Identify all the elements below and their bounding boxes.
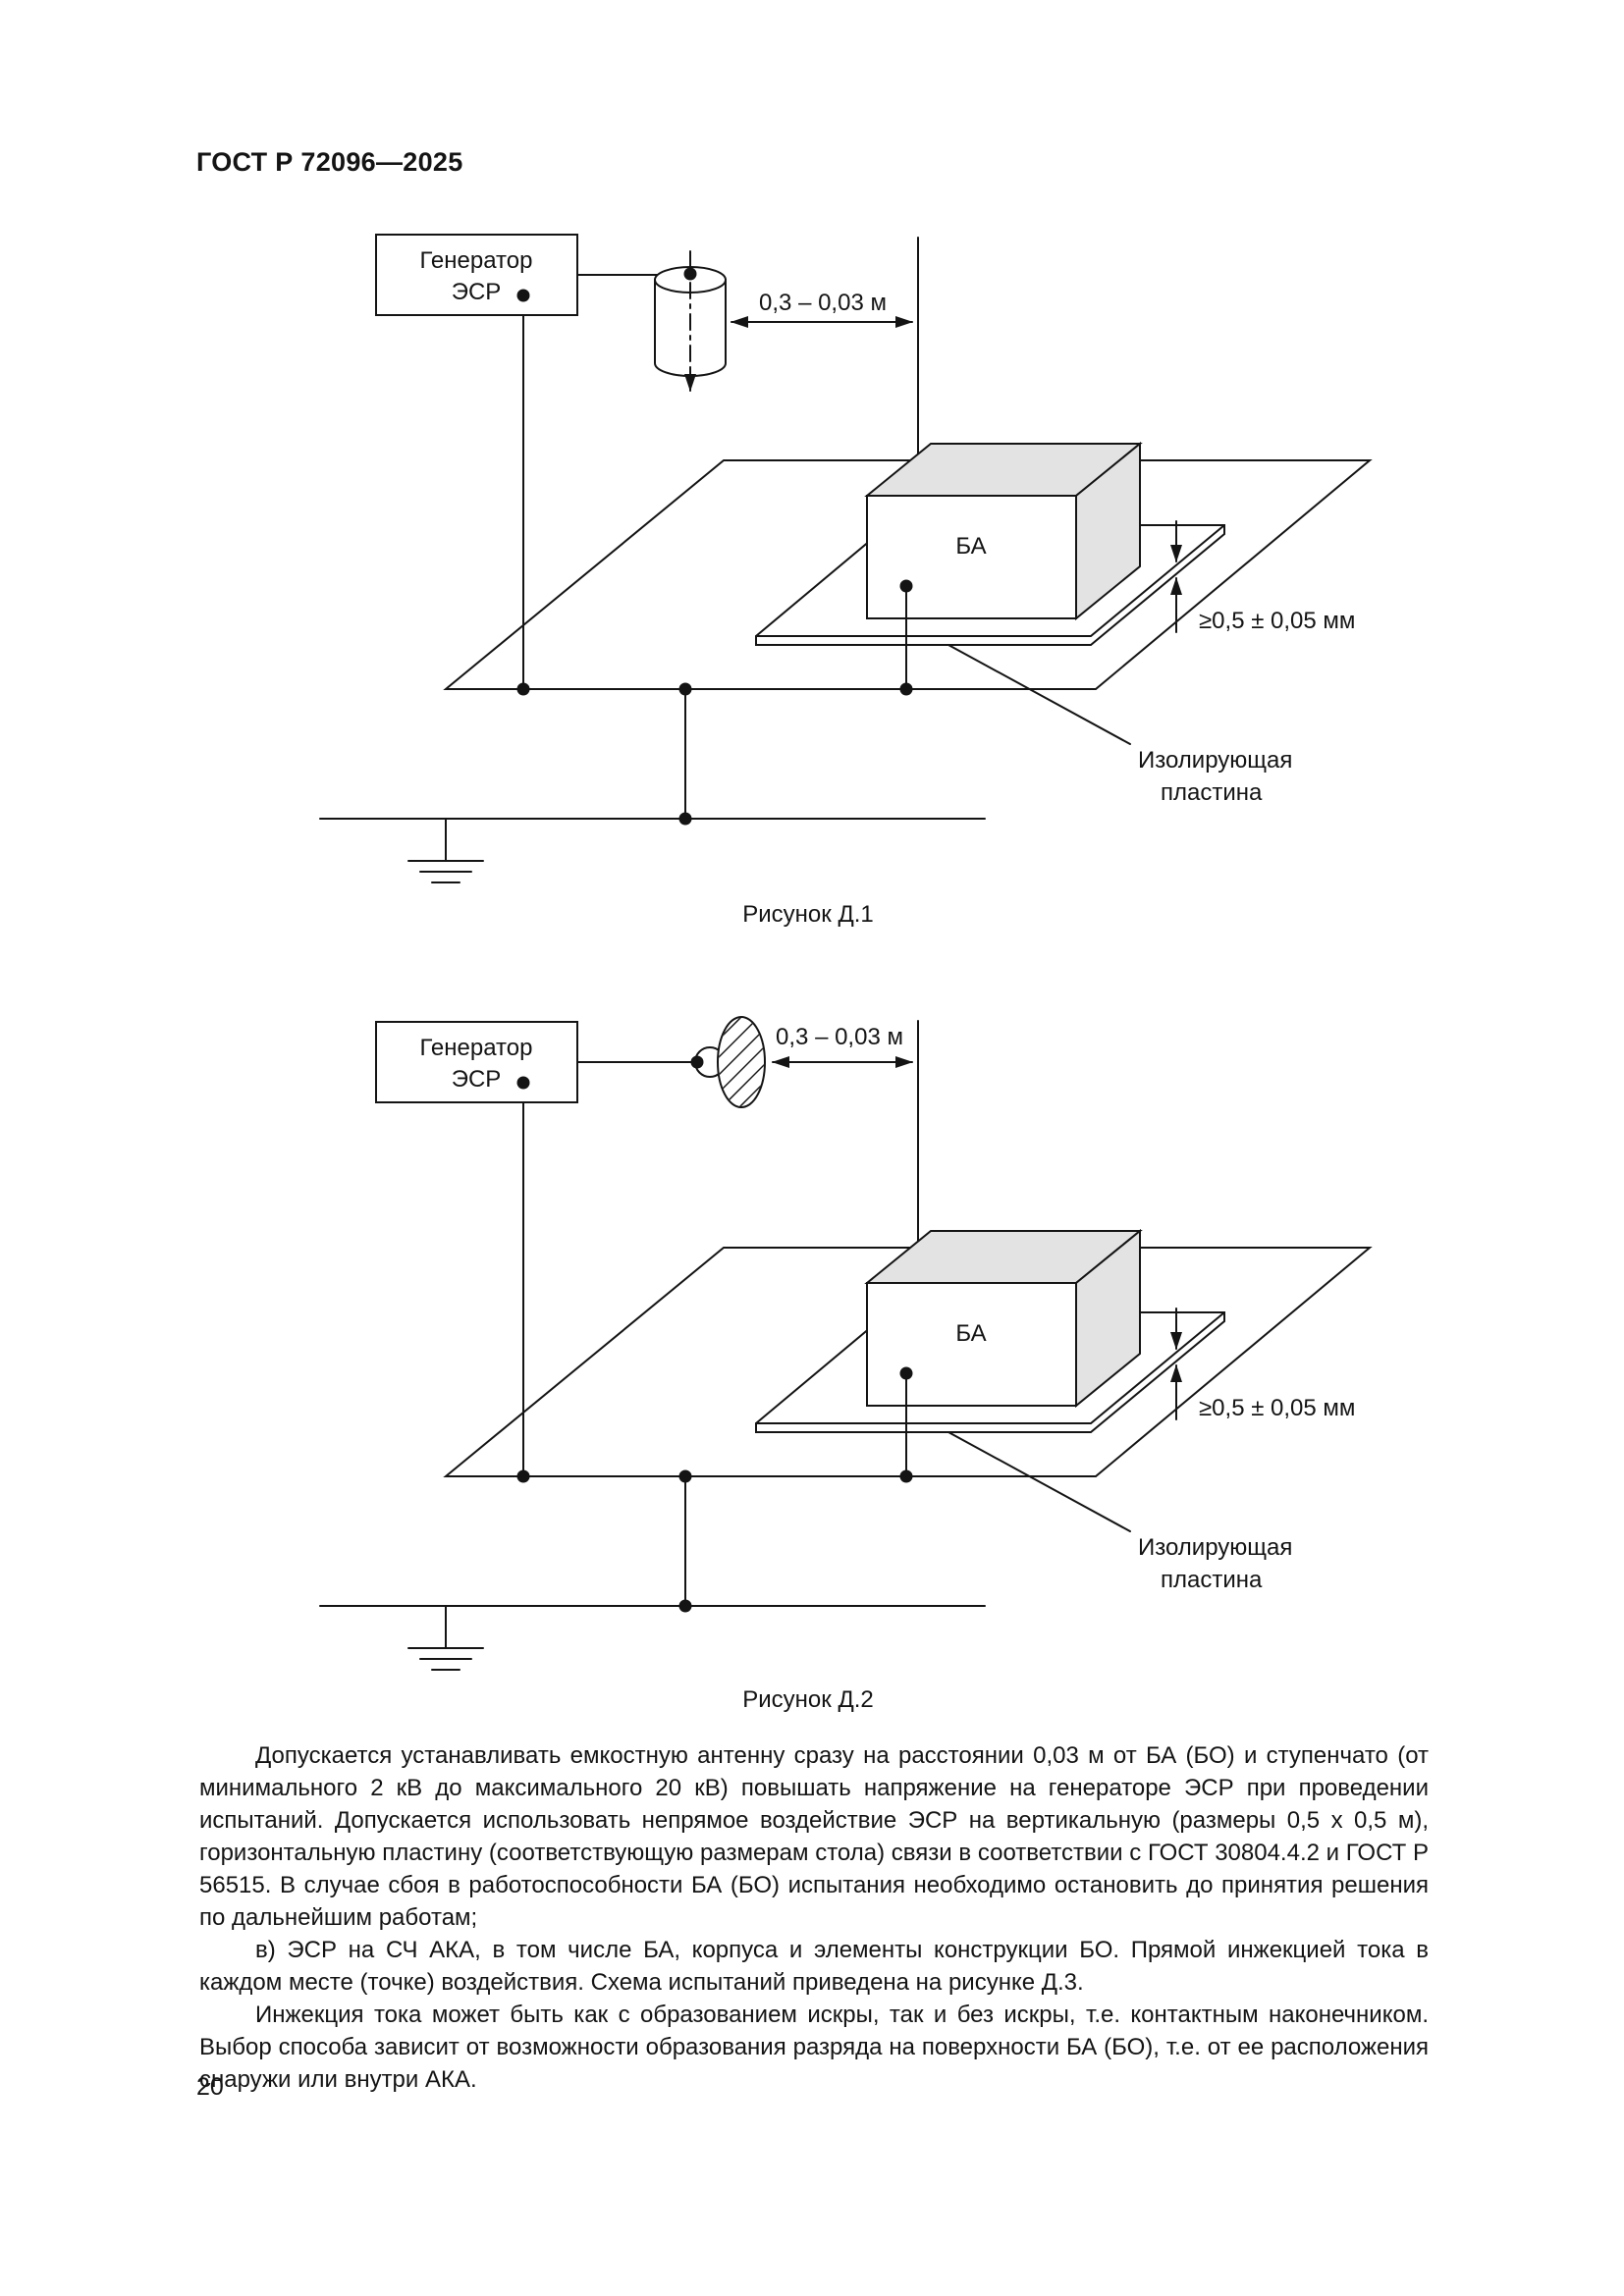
plate-label-line1: Изолирующая: [1138, 1534, 1292, 1561]
plate-label-line1: Изолирующая: [1138, 747, 1292, 774]
paragraph-allowed-antenna: Допускается устанавливать емкостную анте…: [199, 1742, 1429, 1931]
distance-label: 0,3 – 0,03 м: [759, 290, 887, 316]
document-header: ГОСТ Р 72096—2025: [196, 147, 463, 177]
paragraph-current-injection: Инжекция тока может быть как с образован…: [199, 2002, 1429, 2093]
plate-label-leader: [947, 1431, 1131, 1532]
plate-label-line2: пластина: [1161, 1567, 1263, 1593]
esd-generator-box: [375, 234, 578, 316]
paragraph-esd-on-sch-aka: в) ЭСР на СЧ АКА, в том числе БА, корпус…: [199, 1937, 1429, 1996]
thickness-label: ≥0,5 ± 0,05 мм: [1199, 1395, 1355, 1421]
connection-dots: [516, 1055, 913, 1613]
earth-ground-symbol: [407, 1605, 484, 1671]
generator-label-line2: ЭСР: [452, 1066, 502, 1093]
generator-label-line1: Генератор: [420, 247, 533, 274]
ba-label: БА: [955, 1320, 986, 1347]
plate-label-leader: [947, 644, 1131, 745]
body-text: Допускается устанавливать емкостную анте…: [199, 1739, 1429, 2096]
ba-label: БА: [955, 533, 986, 560]
ba-unit-box: [864, 1228, 1143, 1409]
figure-d2-caption: Рисунок Д.2: [742, 1686, 874, 1713]
plate-label-line2: пластина: [1161, 779, 1263, 806]
ground-wiring: [319, 1101, 986, 1607]
figure-d1-diagram: Генератор ЭСР 0,3 – 0,03 м БА ≥0,5 ± 0,0…: [319, 234, 1373, 883]
generator-label-line1: Генератор: [420, 1035, 533, 1061]
earth-ground-symbol: [407, 818, 484, 883]
thickness-label: ≥0,5 ± 0,05 мм: [1199, 608, 1355, 634]
figure-d2-diagram: Генератор ЭСР 0,3 – 0,03 м БА ≥0,5 ± 0,0…: [319, 1016, 1373, 1671]
generator-label-line2: ЭСР: [452, 279, 502, 305]
distance-label: 0,3 – 0,03 м: [776, 1024, 903, 1050]
ground-wiring: [319, 314, 986, 820]
page-number: 20: [196, 2073, 224, 2101]
ba-unit-box: [864, 441, 1143, 621]
figure-d1-caption: Рисунок Д.1: [742, 901, 874, 928]
connection-dots: [516, 267, 913, 826]
